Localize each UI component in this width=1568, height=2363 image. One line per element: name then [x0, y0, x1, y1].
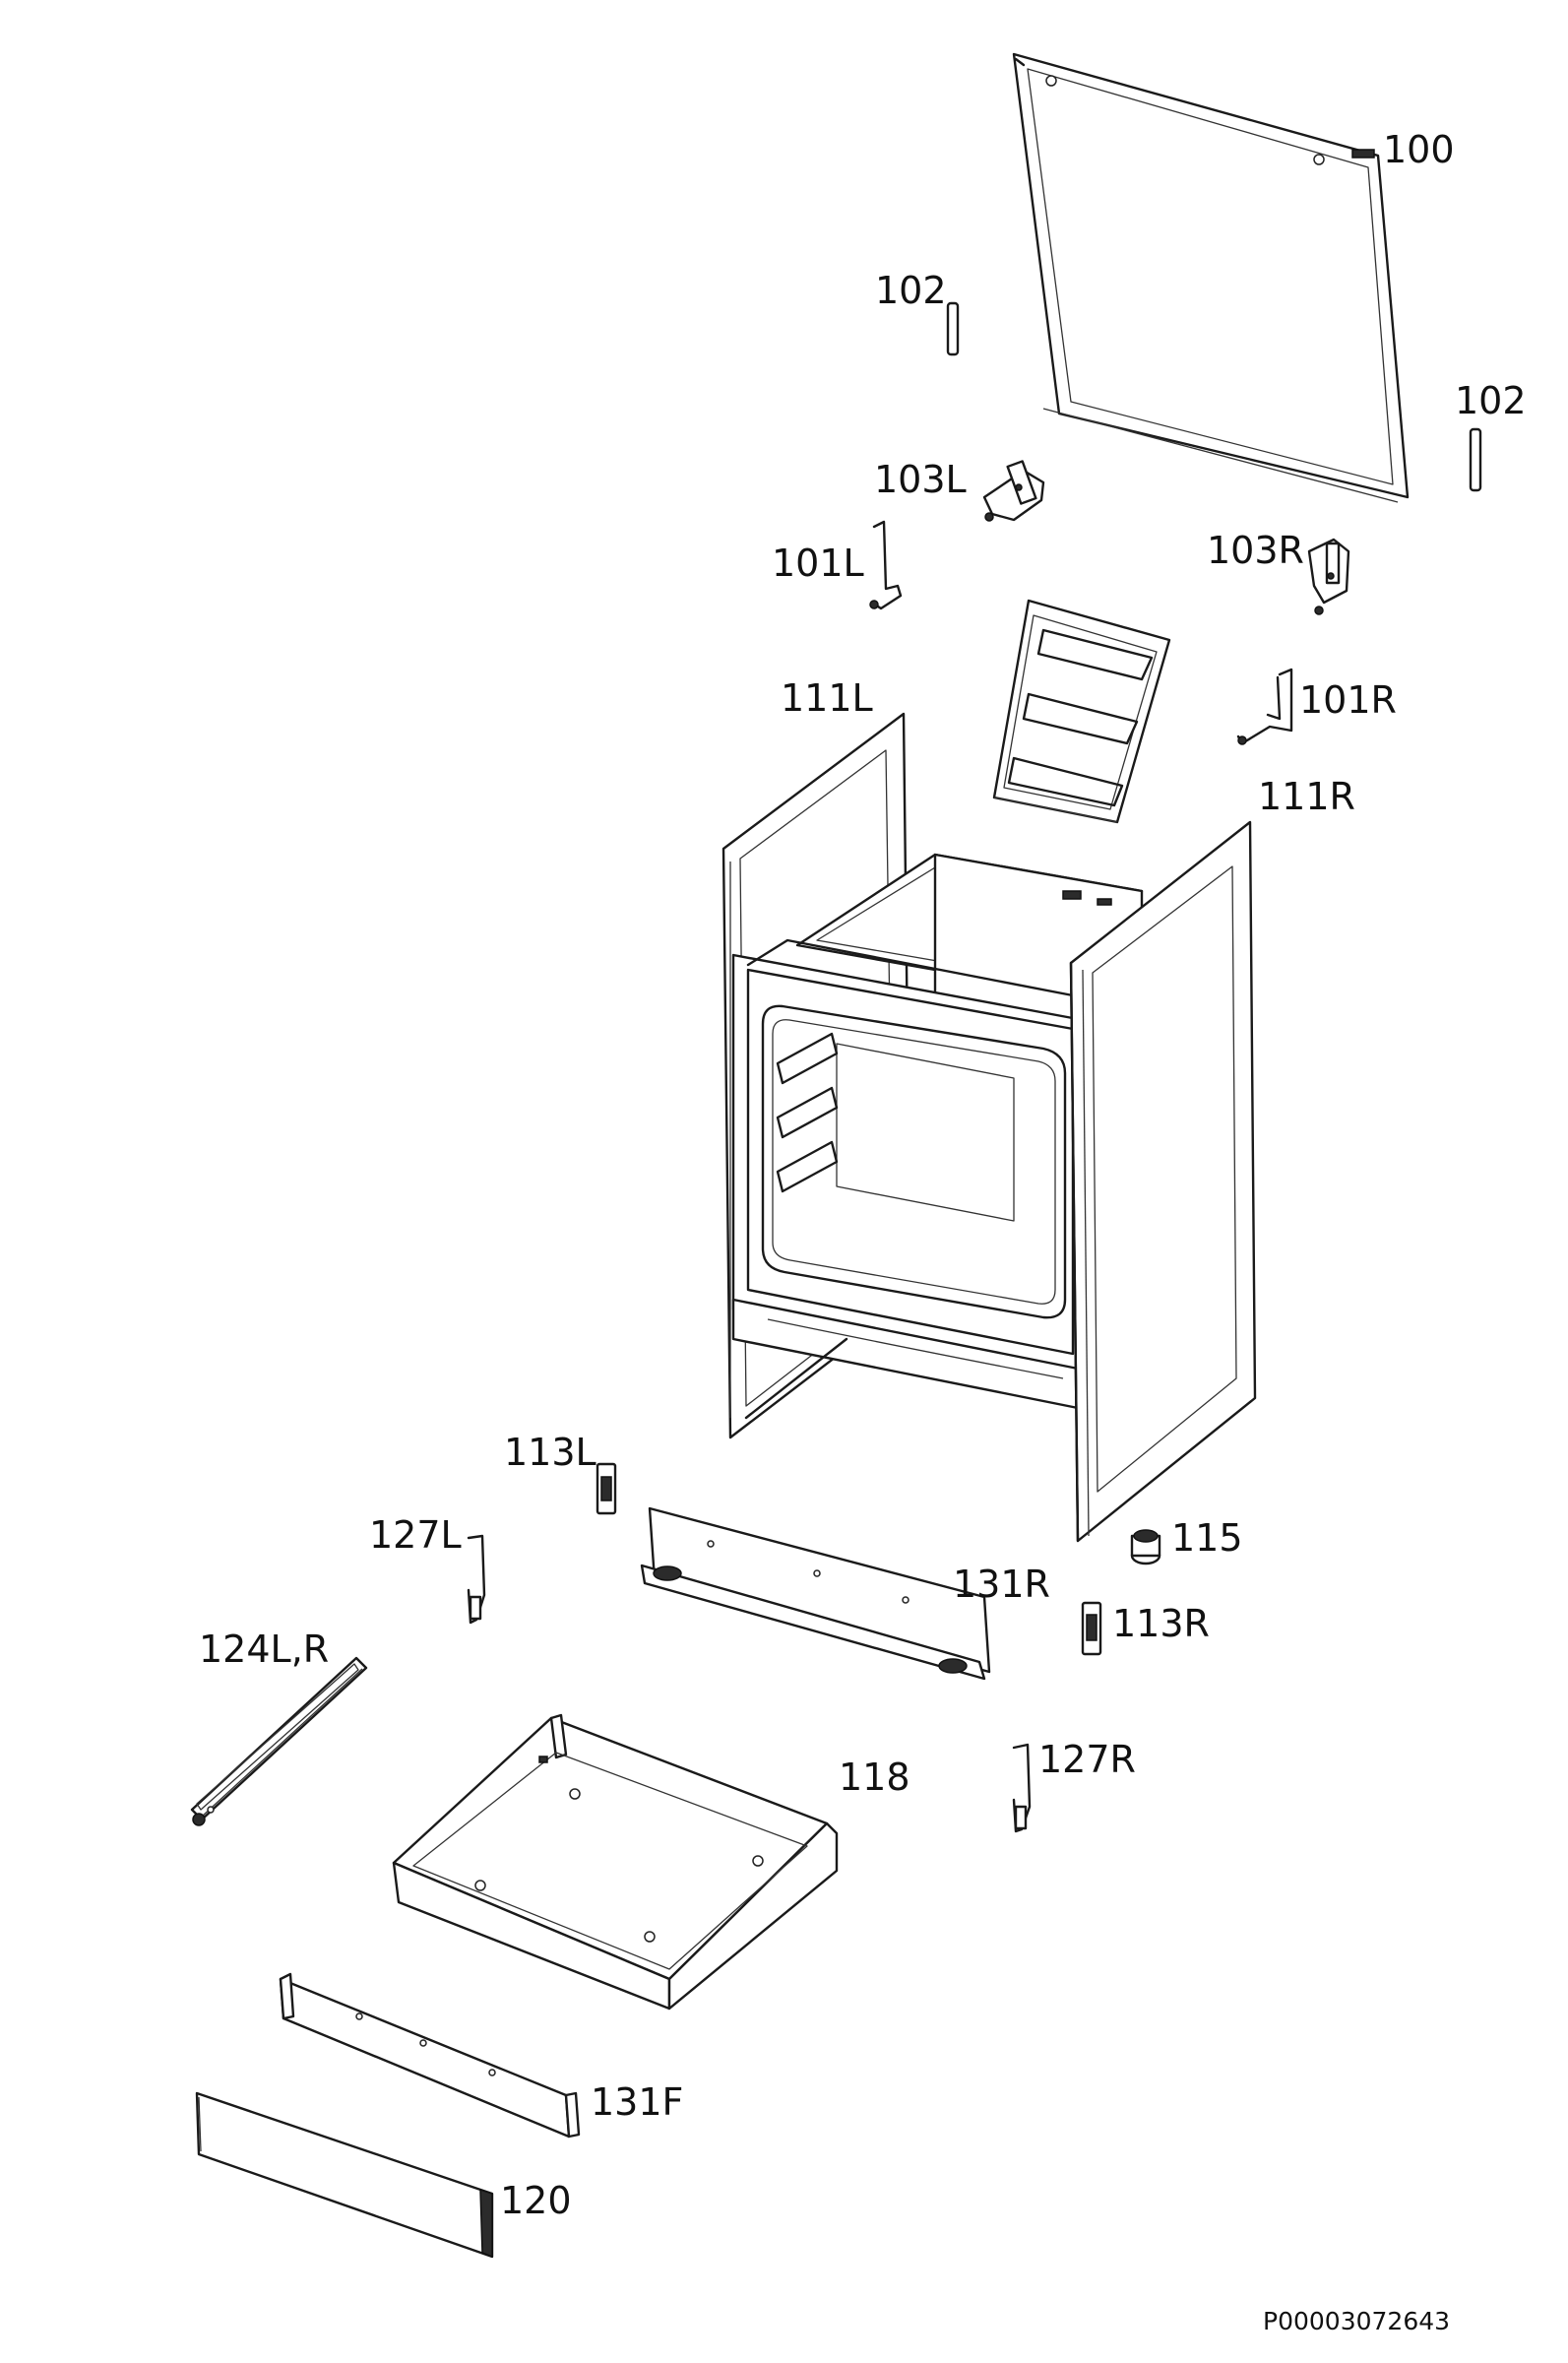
- part-115-foot: [1130, 1529, 1161, 1565]
- part-101R-hinge: [1236, 668, 1293, 745]
- part-127R-bracket: [1012, 1743, 1032, 1833]
- label-102-left: 102: [875, 269, 947, 312]
- part-111R-side-panel: [1069, 820, 1257, 1543]
- label-103R: 103R: [1207, 529, 1304, 572]
- diagram-code: P00003072643: [1263, 2307, 1450, 2335]
- label-115: 115: [1171, 1516, 1243, 1560]
- label-118: 118: [839, 1756, 910, 1799]
- label-120: 120: [500, 2179, 572, 2222]
- part-103R-bracket: [1307, 538, 1350, 615]
- label-131F: 131F: [591, 2080, 683, 2124]
- label-131R: 131R: [953, 1563, 1050, 1606]
- part-113R-latch: [1081, 1601, 1102, 1656]
- label-127L: 127L: [369, 1513, 462, 1557]
- part-100-rear-panel: [1012, 52, 1410, 503]
- part-127L-bracket: [467, 1534, 486, 1625]
- label-124LR: 124L,R: [199, 1628, 329, 1671]
- label-103L: 103L: [874, 458, 967, 501]
- part-labels: 100 102 102 103L 103R 101L 101R 111L 111…: [199, 128, 1527, 2335]
- part-101L-hinge: [869, 520, 903, 610]
- part-131F-front-rail: [279, 1972, 581, 2139]
- part-118-drawer: [392, 1713, 839, 2011]
- label-127R: 127R: [1038, 1738, 1136, 1781]
- label-101L: 101L: [772, 542, 864, 585]
- label-102-right: 102: [1455, 379, 1527, 422]
- part-113L-latch: [596, 1462, 617, 1515]
- part-103L-bracket: [982, 460, 1045, 522]
- label-113R: 113R: [1112, 1602, 1210, 1645]
- part-vent-panel: [992, 599, 1171, 824]
- label-113L: 113L: [504, 1431, 596, 1474]
- part-120-drawer-front: [195, 2091, 494, 2259]
- part-oven-cabinet: [721, 712, 1257, 1543]
- part-124-runner: [190, 1656, 368, 1826]
- part-131R-rear-rail: [640, 1506, 991, 1681]
- part-102-clip-left: [946, 301, 960, 356]
- label-101R: 101R: [1299, 678, 1397, 722]
- label-100: 100: [1383, 128, 1455, 171]
- label-111R: 111R: [1258, 775, 1355, 818]
- part-102-clip-right: [1469, 427, 1482, 492]
- label-111L: 111L: [781, 676, 873, 720]
